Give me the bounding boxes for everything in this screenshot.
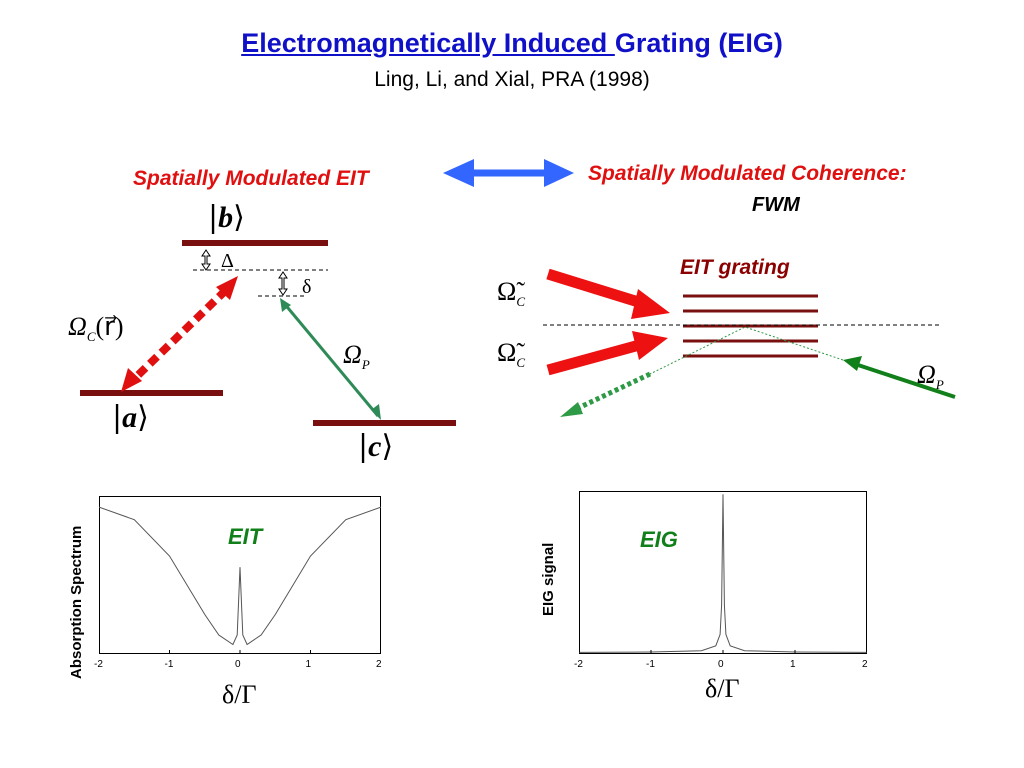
equivalence-double-arrow — [443, 159, 574, 187]
x-tick-label: -1 — [646, 659, 655, 670]
x-tick-label: 1 — [790, 659, 796, 670]
right-subheading: FWM — [752, 194, 800, 216]
eig-chart-ylabel: EIG signal — [540, 542, 557, 616]
eit-absorption-chart — [99, 496, 381, 654]
control-field-arrow — [121, 276, 238, 392]
omega-c1-label: Ω̃C — [497, 277, 525, 310]
x-tick-label: 0 — [235, 659, 241, 670]
eig-signal-series — [579, 494, 867, 653]
subtitle: Ling, Li, and Xial, PRA (1998) — [374, 68, 650, 91]
omega-c2-label: Ω̃C — [497, 338, 525, 371]
omega-p-right-label: ΩP — [917, 360, 944, 393]
eit-chart-xlabel: δ/Γ — [222, 680, 257, 709]
eig-signal-chart — [579, 491, 867, 654]
control-beam-2 — [546, 331, 668, 376]
delta-big-arrow — [201, 249, 211, 271]
eig-chart-title: EIG — [640, 527, 678, 552]
ket-c: |c⟩ — [358, 429, 394, 464]
eig-chart-xlabel: δ/Γ — [705, 674, 740, 703]
probe-beam — [843, 356, 956, 399]
eit-chart-title: EIT — [228, 524, 263, 549]
title-underlined: Electromagnetically Induced — [241, 28, 615, 58]
left-heading: Spatially Modulated EIT — [133, 167, 369, 190]
x-tick-label: -1 — [164, 659, 174, 670]
x-tick-label: -2 — [94, 659, 103, 670]
right-heading: Spatially Modulated Coherence: — [588, 162, 907, 185]
eit-absorption-series — [99, 506, 381, 646]
control-beam-1 — [546, 268, 670, 319]
x-tick-label: 2 — [862, 659, 868, 670]
ket-a: |a⟩ — [112, 400, 149, 435]
x-tick-label: 1 — [305, 659, 312, 670]
x-tick-label: 0 — [718, 659, 724, 670]
ket-b: |b⟩ — [208, 200, 245, 235]
eit-chart-ylabel: Absorption Spectrum — [68, 525, 85, 679]
probe-field-arrow — [280, 298, 381, 420]
fwm-signal-beam — [560, 371, 652, 417]
eit-grating-label: EIT grating — [680, 256, 790, 279]
grating-lines — [683, 294, 818, 358]
x-tick-label: -2 — [574, 659, 583, 670]
omega-p-label: ΩP — [343, 340, 370, 373]
title-rest: Grating (EIG) — [614, 28, 783, 58]
omega-c-r-label: ΩC(r⃗) — [68, 312, 124, 345]
delta-big-label: Δ — [221, 250, 234, 272]
delta-small-label: δ — [302, 276, 312, 298]
x-tick-label: 2 — [376, 659, 382, 670]
probe-path-dotted — [649, 326, 844, 375]
delta-small-arrow — [278, 271, 288, 296]
page-title: Electromagnetically Induced Grating (EIG… — [0, 28, 1024, 59]
